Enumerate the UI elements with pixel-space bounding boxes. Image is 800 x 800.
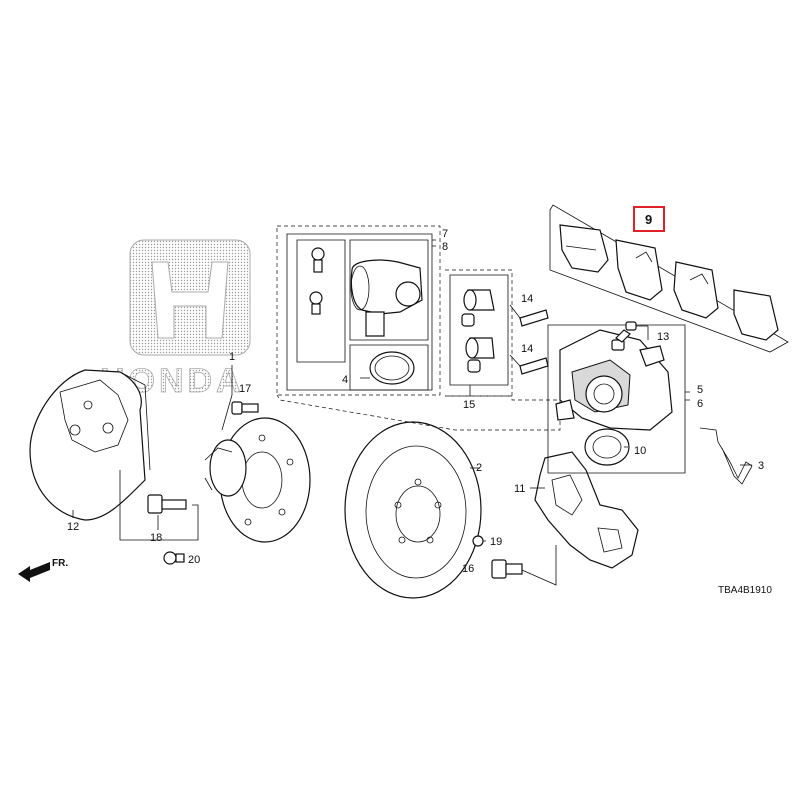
- caliper-bracket: [530, 451, 639, 569]
- bleeder-screw: [615, 321, 649, 343]
- direction-label: FR.: [52, 558, 68, 569]
- guide-pins: [509, 304, 549, 375]
- flange-bolt-18: [119, 470, 199, 541]
- hub-bearing-unit: [204, 365, 311, 543]
- callout-3: 3: [758, 460, 764, 472]
- callout-16: 16: [462, 563, 474, 575]
- callout-9: 9: [645, 212, 652, 227]
- boot-kit-frame: [445, 269, 513, 397]
- piston-seal: [584, 428, 630, 466]
- splash-guard: [29, 369, 151, 521]
- diagram-code: TBA4B1910: [718, 585, 772, 596]
- callout-20: 20: [188, 554, 200, 566]
- callout-18: 18: [150, 532, 162, 544]
- callout-15: 15: [463, 399, 475, 411]
- callout-14a: 14: [521, 293, 533, 305]
- callout-4: 4: [342, 374, 348, 386]
- callout-19: 19: [490, 536, 502, 548]
- selected-part-highlight: [633, 206, 665, 232]
- pad-set-frame: [549, 204, 789, 353]
- callout-12: 12: [67, 521, 79, 533]
- callout-17: 17: [239, 383, 251, 395]
- front-direction-indicator: FR.: [18, 558, 68, 582]
- parking-brake-motor: [309, 247, 423, 337]
- disc-screw-19: [472, 535, 486, 547]
- callout-13: 13: [657, 331, 669, 343]
- brake-pads: [559, 224, 779, 341]
- o-ring: [360, 351, 415, 385]
- small-bolt-20: [163, 551, 185, 565]
- callout-7: 7: [442, 228, 448, 240]
- callout-11: 11: [514, 483, 525, 495]
- callout-2: 2: [476, 462, 482, 474]
- brake-caliper: [555, 329, 673, 431]
- callout-1: 1: [229, 351, 235, 363]
- callout-6: 6: [697, 398, 703, 410]
- leader-lines: [72, 464, 752, 560]
- guide-pin-boots: [461, 289, 495, 373]
- callout-5: 5: [697, 384, 703, 396]
- direction-arrow-icon: [18, 562, 50, 582]
- callout-8: 8: [442, 241, 448, 253]
- bracket-bolt-16: [491, 545, 557, 586]
- callout-14b: 14: [521, 343, 533, 355]
- actuator-group-frame: [276, 225, 441, 396]
- brake-disc: [344, 421, 482, 599]
- hub-bolt: [231, 401, 259, 415]
- callout-10: 10: [634, 445, 646, 457]
- pad-spring: [699, 427, 753, 485]
